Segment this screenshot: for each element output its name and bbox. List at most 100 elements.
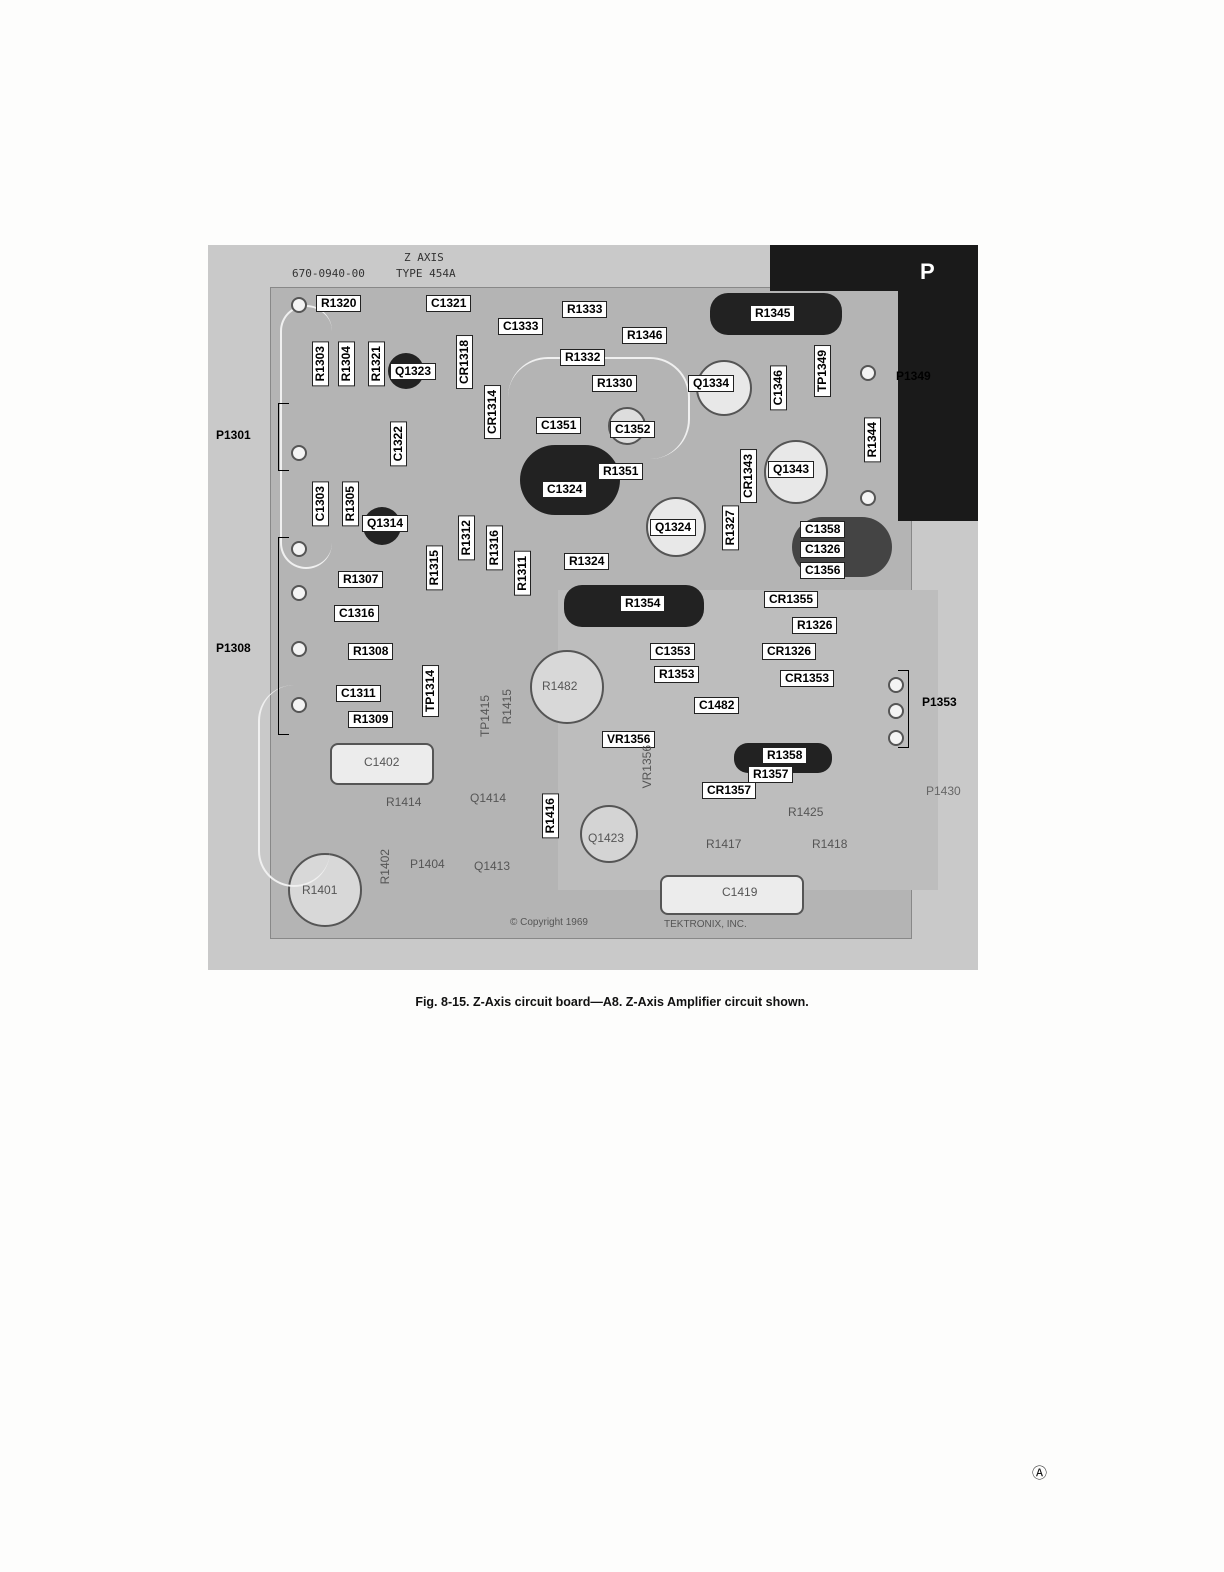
label-q1314: Q1314 xyxy=(362,515,409,532)
label-q1323: Q1323 xyxy=(390,363,437,380)
page-mark: Ⓐ xyxy=(1032,1465,1048,1482)
label-q1343: Q1343 xyxy=(768,461,815,478)
connector-label-p1430: P1430 xyxy=(926,784,961,798)
label-r1304: R1304 xyxy=(338,341,355,387)
label-r1320: R1320 xyxy=(316,295,362,312)
label-r1324: R1324 xyxy=(564,553,610,570)
label-r1321: R1321 xyxy=(368,341,385,387)
label-r1332: R1332 xyxy=(560,349,606,366)
label-c1322: C1322 xyxy=(390,421,407,467)
connector-bracket-p1353 xyxy=(898,670,909,748)
label-cr1314: CR1314 xyxy=(484,385,501,440)
label-r1315: R1315 xyxy=(426,545,443,591)
label-r1346: R1346 xyxy=(622,327,668,344)
heatsink-edge xyxy=(898,291,978,521)
label-r1303: R1303 xyxy=(312,341,329,387)
label-c1402: C1402 xyxy=(364,755,400,769)
connector-label-p1301: P1301 xyxy=(216,428,251,442)
board-model: TYPE 454A xyxy=(396,267,456,280)
label-c1321: C1321 xyxy=(426,295,472,312)
label-r1308: R1308 xyxy=(348,643,394,660)
label-cr1357: CR1357 xyxy=(702,782,757,799)
label-q1414: Q1414 xyxy=(470,791,507,805)
label-c1324: C1324 xyxy=(542,481,588,498)
board-maker: TEKTRONIX, INC. xyxy=(664,919,747,930)
solder-pad xyxy=(860,365,876,381)
label-r1417: R1417 xyxy=(706,837,742,851)
label-r1482: R1482 xyxy=(542,679,578,693)
label-vr1356-faint: VR1356 xyxy=(640,745,654,789)
corner-mark: P xyxy=(920,259,935,284)
board-part-number: 670-0940-00 xyxy=(292,267,365,280)
label-q1334: Q1334 xyxy=(688,375,735,392)
solder-pad xyxy=(291,641,307,657)
figure-caption: Fig. 8-15. Z-Axis circuit board—A8. Z-Ax… xyxy=(415,995,809,1009)
label-r1401: R1401 xyxy=(302,883,338,897)
label-c1419: C1419 xyxy=(722,885,758,899)
capacitor-c1402-body xyxy=(330,743,434,785)
label-r1353: R1353 xyxy=(654,666,700,683)
label-c1346: C1346 xyxy=(770,365,787,411)
label-cr1355: CR1355 xyxy=(764,591,819,608)
label-c1311: C1311 xyxy=(336,685,381,702)
label-r1415: R1415 xyxy=(500,689,514,725)
label-r1312: R1312 xyxy=(458,515,475,561)
jumper-wire xyxy=(258,685,330,887)
label-c1353: C1353 xyxy=(650,643,696,660)
label-q1413: Q1413 xyxy=(474,859,511,873)
solder-pad xyxy=(888,677,904,693)
label-cr1318: CR1318 xyxy=(456,335,473,390)
label-q1423: Q1423 xyxy=(588,831,625,845)
label-r1305: R1305 xyxy=(342,481,359,527)
label-r1330: R1330 xyxy=(592,375,638,392)
label-r1357: R1357 xyxy=(748,766,794,783)
label-r1416: R1416 xyxy=(542,793,559,839)
label-c1358: C1358 xyxy=(800,521,846,538)
label-r1333: R1333 xyxy=(562,301,608,318)
solder-pad xyxy=(291,297,307,313)
circuit-board-photo: P Z AXIS 670-0940-00 TYPE 454A R1320 C13… xyxy=(208,245,978,970)
solder-pad xyxy=(860,490,876,506)
label-r1402: R1402 xyxy=(378,849,392,885)
label-r1358: R1358 xyxy=(762,747,808,764)
solder-pad xyxy=(291,541,307,557)
label-c1316: C1316 xyxy=(334,605,380,622)
potentiometer-r1482 xyxy=(530,650,604,724)
label-r1344: R1344 xyxy=(864,417,881,463)
label-cr1343: CR1343 xyxy=(740,449,757,504)
board-copyright: © Copyright 1969 xyxy=(510,917,588,928)
label-c1351: C1351 xyxy=(536,417,582,434)
label-r1351: R1351 xyxy=(598,463,644,480)
label-r1307: R1307 xyxy=(338,571,384,588)
label-q1324: Q1324 xyxy=(650,519,697,536)
label-tp1415: TP1415 xyxy=(478,695,492,738)
label-p1404: P1404 xyxy=(410,857,445,871)
solder-pad xyxy=(888,703,904,719)
label-r1425: R1425 xyxy=(788,805,824,819)
solder-pad xyxy=(291,585,307,601)
connector-label-p1353: P1353 xyxy=(922,695,957,709)
label-c1303: C1303 xyxy=(312,481,329,527)
label-r1326: R1326 xyxy=(792,617,838,634)
board-header-title: Z AXIS xyxy=(404,251,444,264)
label-c1326: C1326 xyxy=(800,541,846,558)
label-r1345: R1345 xyxy=(750,305,796,322)
label-c1352: C1352 xyxy=(610,421,656,438)
label-c1333: C1333 xyxy=(498,318,544,335)
solder-pad xyxy=(888,730,904,746)
connector-bracket-p1308 xyxy=(278,537,289,735)
connector-label-p1349: P1349 xyxy=(896,369,931,383)
label-vr1356: VR1356 xyxy=(602,731,656,748)
transistor-q1423-can xyxy=(580,805,638,863)
label-tp1349: TP1349 xyxy=(814,345,831,398)
label-r1414: R1414 xyxy=(386,795,422,809)
heatsink-tab xyxy=(770,245,978,291)
label-tp1314: TP1314 xyxy=(422,665,439,718)
capacitor-c1419-body xyxy=(660,875,804,915)
label-r1418: R1418 xyxy=(812,837,848,851)
label-c1482: C1482 xyxy=(694,697,740,714)
solder-pad xyxy=(291,697,307,713)
label-r1311: R1311 xyxy=(514,551,531,596)
label-r1354: R1354 xyxy=(620,595,666,612)
label-r1316: R1316 xyxy=(486,525,503,571)
